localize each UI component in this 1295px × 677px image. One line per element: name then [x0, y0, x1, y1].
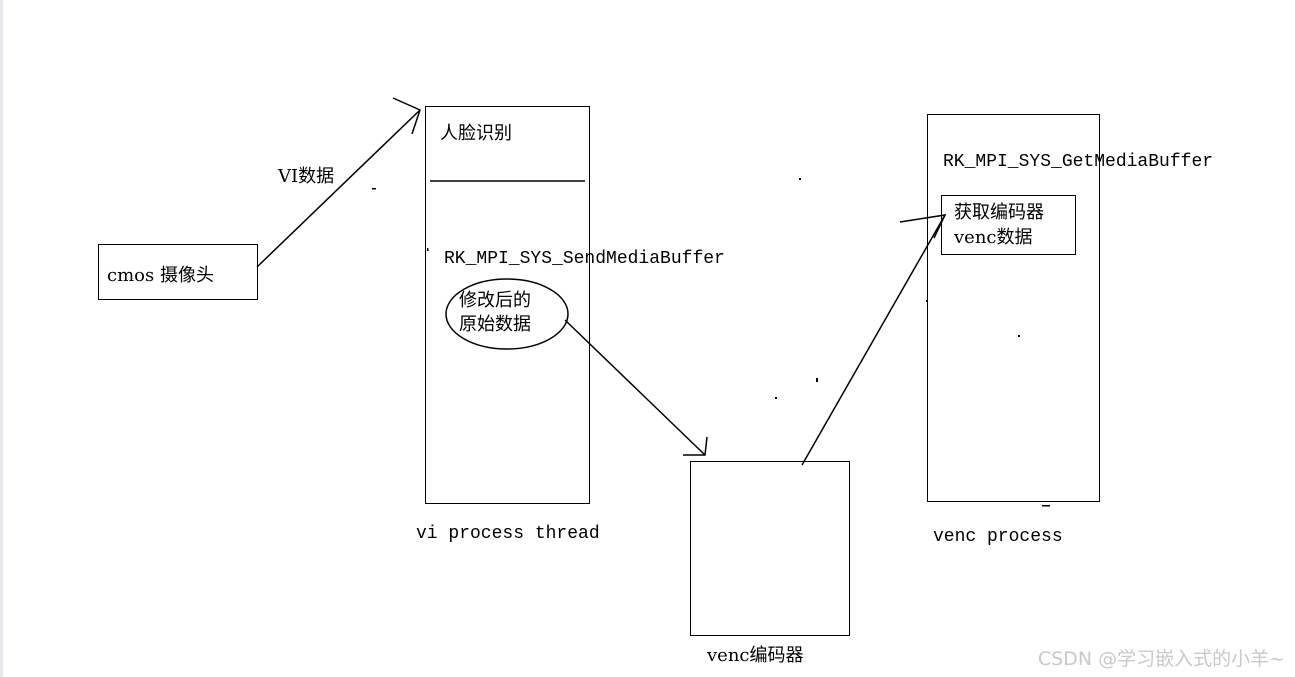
get-encoder-data-label: 获取编码器 venc数据 — [954, 202, 1044, 248]
vi-process-thread-label: vi process thread — [416, 524, 600, 544]
arrow-vi-data — [256, 109, 421, 268]
arrow-to-venc-process — [801, 214, 946, 466]
vi-process-thread-box — [425, 106, 590, 504]
get-media-buffer-label: RK_MPI_SYS_GetMediaBuffer — [943, 152, 1214, 172]
arrowhead-to-encoder — [683, 436, 708, 456]
arrow-to-encoder — [564, 319, 706, 456]
arrowhead-to-venc-process — [899, 214, 947, 239]
speck — [1042, 505, 1050, 507]
cmos-camera-label: cmos 摄像头 — [107, 265, 214, 286]
modified-raw-data-ellipse — [445, 278, 569, 350]
speck — [775, 397, 777, 399]
arrowhead-vi-data — [392, 97, 421, 135]
venc-encoder-label: venc编码器 — [707, 645, 804, 666]
face-recognition-label: 人脸识别 — [440, 123, 512, 144]
speck — [1018, 335, 1020, 337]
csdn-watermark: CSDN @学习嵌入式的小羊~ — [1037, 648, 1285, 670]
speck — [816, 378, 818, 382]
speck — [926, 300, 928, 302]
venc-encoder-box — [690, 461, 850, 636]
speck — [799, 178, 801, 180]
venc-process-box — [927, 114, 1100, 502]
cmos-camera-box — [98, 244, 258, 300]
speck — [427, 248, 429, 251]
speck — [372, 188, 376, 190]
vi-data-label: VI数据 — [278, 166, 335, 187]
get-encoder-data-box — [941, 195, 1076, 255]
left-edge-strip — [0, 0, 3, 677]
modified-raw-data-label: 修改后的 原始数据 — [459, 290, 531, 335]
venc-process-label: venc process — [933, 527, 1063, 547]
send-media-buffer-label: RK_MPI_SYS_SendMediaBuffer — [444, 249, 725, 269]
